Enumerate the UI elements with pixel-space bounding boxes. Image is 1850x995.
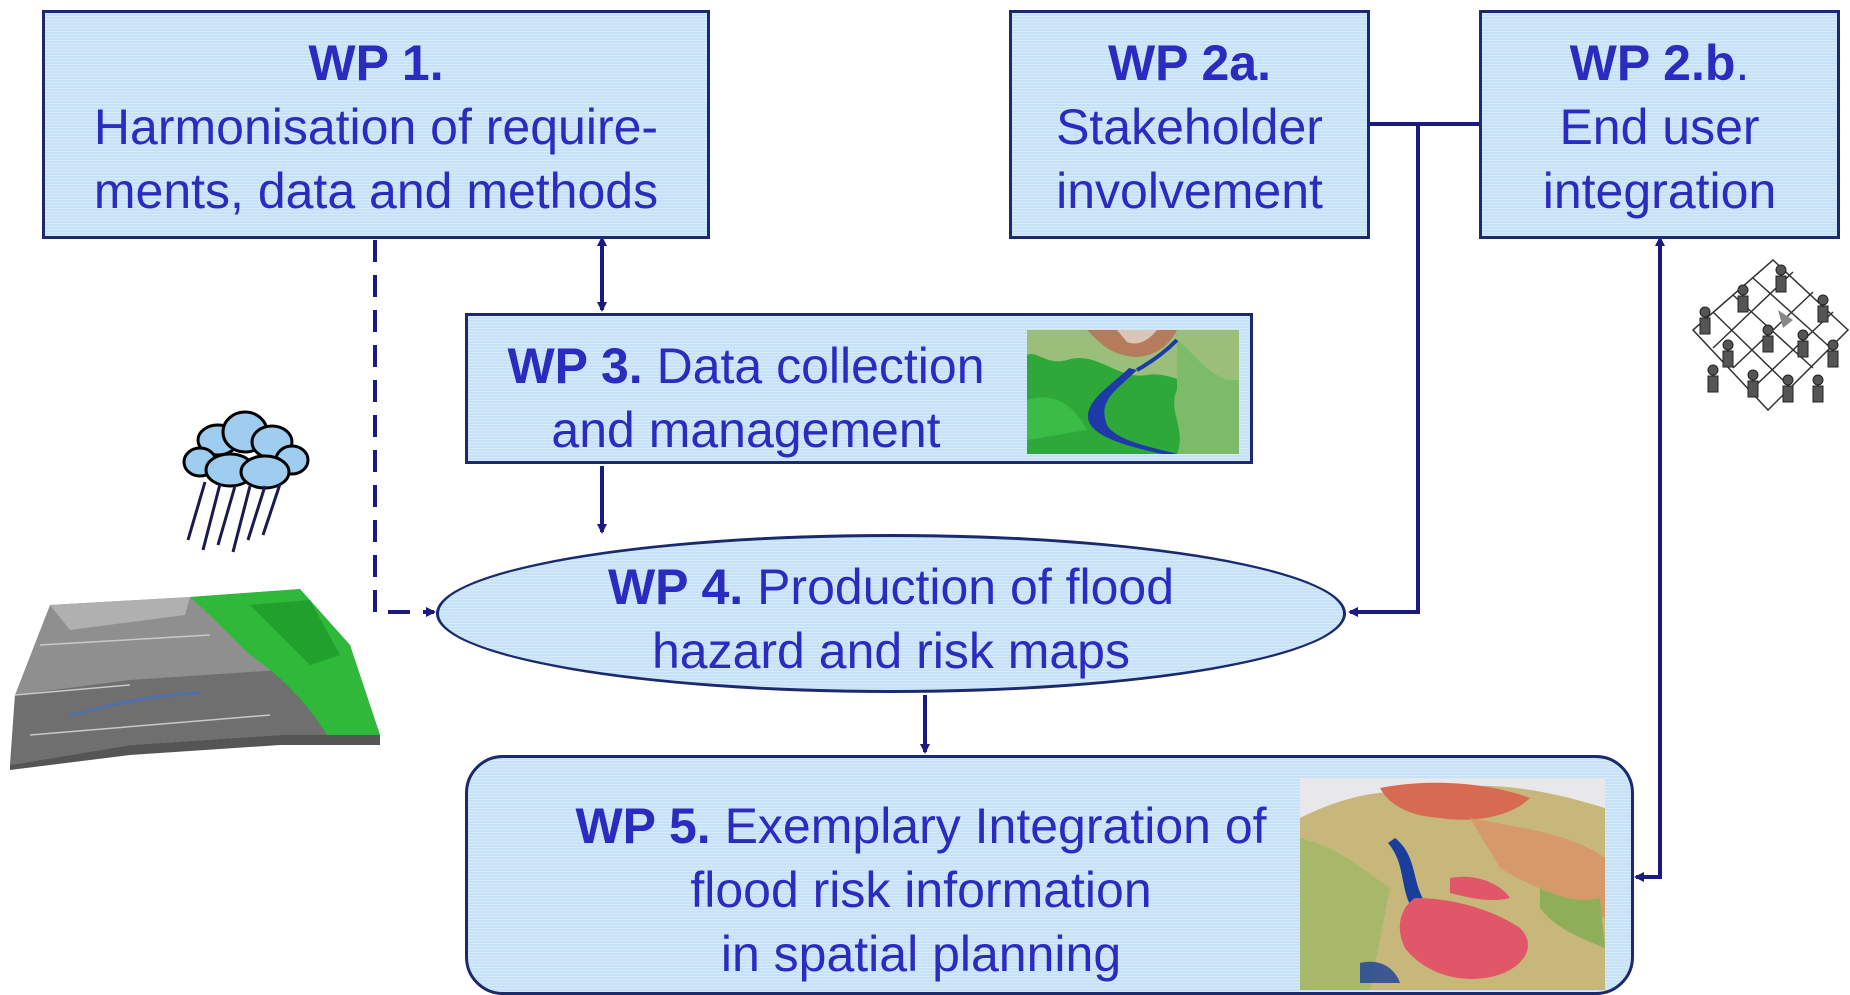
- arrow-wp2b-wp5: [1634, 236, 1665, 882]
- wp3-title: WP 3.: [507, 338, 643, 394]
- wp3-line1-row: WP 3. Data collection: [486, 334, 1006, 398]
- elevation-map-image: [1027, 330, 1239, 454]
- wp4-title: WP 4.: [607, 559, 744, 615]
- wp5-text: WP 5. Exemplary Integration of flood ris…: [546, 794, 1296, 986]
- wp2a-title: WP 2a.: [1107, 35, 1272, 91]
- rain-cloud-icon: [182, 410, 310, 553]
- stakeholder-sketch-image: [1691, 258, 1850, 412]
- wp5-line1: Exemplary Integration of: [710, 798, 1267, 854]
- wp2b-box: WP 2.b. End user integration: [1479, 10, 1840, 239]
- wp2b-line1: End user: [1559, 99, 1760, 155]
- wp3-text: WP 3. Data collection and management: [486, 334, 1006, 462]
- wp1-title: WP 1.: [308, 35, 444, 91]
- planning-map-image: [1300, 778, 1605, 990]
- wp4-line2: hazard and risk maps: [651, 623, 1130, 679]
- wp5-box: WP 5. Exemplary Integration of flood ris…: [465, 755, 1634, 995]
- wp1-line1: Harmonisation of require-: [93, 99, 659, 155]
- wp2b-title: WP 2.b: [1569, 35, 1736, 91]
- arrow-wp2-wp4: [1348, 124, 1420, 617]
- wp5-line2: flood risk information: [690, 862, 1152, 918]
- wp5-line3: in spatial planning: [720, 926, 1122, 982]
- wp2a-line1: Stakeholder: [1056, 99, 1323, 155]
- wp1-box: WP 1. Harmonisation of require- ments, d…: [42, 10, 710, 239]
- wp4-ellipse: WP 4. Production of flood hazard and ris…: [436, 534, 1346, 693]
- wp3-line2: and management: [551, 402, 941, 458]
- dashed-connector-wp1-wp4: [373, 240, 436, 617]
- wp5-title: WP 5.: [575, 798, 711, 854]
- wp2b-title-row: WP 2.b.: [1482, 31, 1837, 95]
- wp2b-line2: integration: [1542, 163, 1777, 219]
- wp4-line1: Production of flood: [743, 559, 1175, 615]
- wp2a-box: WP 2a. Stakeholder involvement: [1009, 10, 1370, 239]
- wp3-line1: Data collection: [642, 338, 985, 394]
- wp1-line2: ments, data and methods: [93, 163, 659, 219]
- wp4-line1-row: WP 4. Production of flood: [439, 555, 1343, 619]
- wp2b-title-dot: .: [1735, 35, 1750, 91]
- terrain-3d-image: [10, 589, 380, 770]
- wp5-line1-row: WP 5. Exemplary Integration of: [546, 794, 1296, 858]
- wp3-box: WP 3. Data collection and management: [465, 313, 1253, 464]
- wp2a-line2: involvement: [1056, 163, 1323, 219]
